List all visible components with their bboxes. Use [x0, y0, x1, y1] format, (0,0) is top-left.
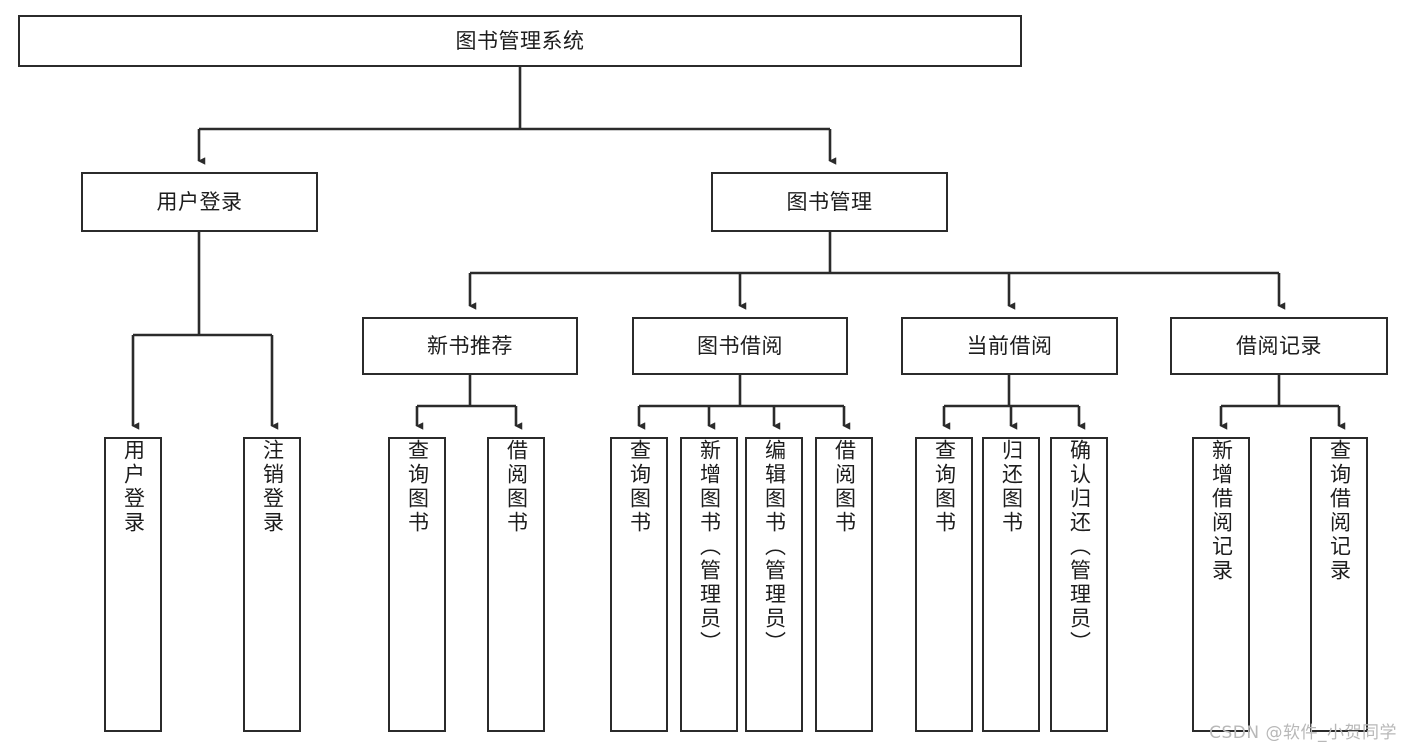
- node-label: 用户登录: [121, 439, 146, 535]
- node-label: 借阅记录: [1236, 333, 1322, 358]
- node-label: 图书管理系统: [455, 28, 585, 53]
- node-book-management-system[interactable]: 图书管理系统: [18, 15, 1022, 67]
- node-leaf-borrow-book-new[interactable]: 借阅图书: [487, 437, 545, 732]
- node-leaf-logout[interactable]: 注销登录: [243, 437, 301, 732]
- node-current-borrowing[interactable]: 当前借阅: [901, 317, 1118, 375]
- node-user-login[interactable]: 用户登录: [81, 172, 318, 232]
- node-leaf-confirm-return-admin[interactable]: 确认归还（管理员）: [1050, 437, 1108, 732]
- node-book-management[interactable]: 图书管理: [711, 172, 948, 232]
- node-label: 新书推荐: [427, 333, 513, 358]
- node-leaf-add-book-admin[interactable]: 新增图书（管理员）: [680, 437, 738, 732]
- node-leaf-return-book[interactable]: 归还图书: [982, 437, 1040, 732]
- node-leaf-edit-book-admin[interactable]: 编辑图书（管理员）: [745, 437, 803, 732]
- node-label: 查询图书: [405, 439, 430, 535]
- node-leaf-query-borrow-record[interactable]: 查询借阅记录: [1310, 437, 1368, 732]
- node-label: 图书借阅: [697, 333, 783, 358]
- node-label: 确认归还（管理员）: [1067, 439, 1092, 655]
- node-label: 当前借阅: [966, 333, 1053, 358]
- node-label: 用户登录: [156, 189, 243, 214]
- node-leaf-query-book-borrow[interactable]: 查询图书: [610, 437, 668, 732]
- node-label: 注销登录: [260, 439, 285, 535]
- node-label: 查询借阅记录: [1327, 439, 1352, 583]
- node-label: 新增图书（管理员）: [697, 439, 722, 655]
- node-borrow-record[interactable]: 借阅记录: [1170, 317, 1388, 375]
- node-label: 查询图书: [627, 439, 652, 535]
- node-label: 编辑图书（管理员）: [762, 439, 787, 655]
- node-leaf-user-login[interactable]: 用户登录: [104, 437, 162, 732]
- node-leaf-add-borrow-record[interactable]: 新增借阅记录: [1192, 437, 1250, 732]
- node-new-book-recommendation[interactable]: 新书推荐: [362, 317, 578, 375]
- node-book-borrowing[interactable]: 图书借阅: [632, 317, 848, 375]
- node-leaf-query-book-current[interactable]: 查询图书: [915, 437, 973, 732]
- node-label: 新增借阅记录: [1209, 439, 1234, 583]
- node-label: 图书管理: [786, 189, 873, 214]
- node-leaf-borrow-book[interactable]: 借阅图书: [815, 437, 873, 732]
- node-leaf-query-book-new[interactable]: 查询图书: [388, 437, 446, 732]
- csdn-watermark: CSDN @软件_小贺同学: [1209, 723, 1397, 743]
- node-label: 归还图书: [999, 439, 1024, 535]
- node-label: 查询图书: [932, 439, 957, 535]
- node-label: 借阅图书: [504, 439, 529, 535]
- node-label: 借阅图书: [832, 439, 857, 535]
